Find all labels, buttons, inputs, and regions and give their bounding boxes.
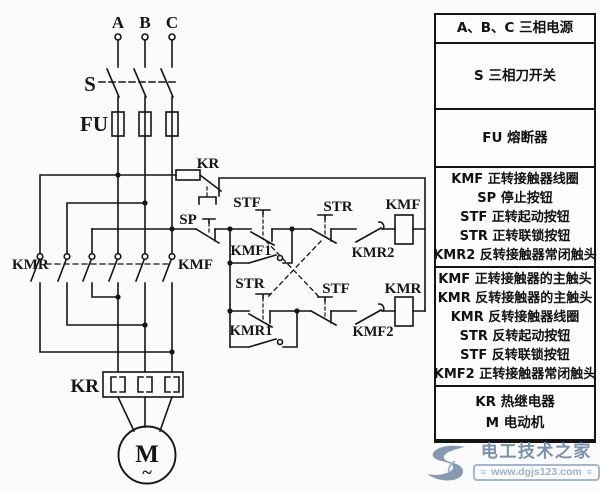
label-kmf1: KMF1 <box>230 243 271 259</box>
label-kmr-coil: KMR <box>385 281 422 297</box>
label-kmf2: KMF2 <box>352 324 393 340</box>
reverse-feed-taps <box>39 174 177 254</box>
legend-line: KMF 正转接触器的主触头 <box>438 271 592 287</box>
site-watermark: 电工技术之家 ≡ www.dgjs123.com ≡ <box>421 441 600 493</box>
legend-line: KMR2 反转接触器常闭触头 <box>433 247 597 263</box>
label-kmf-coil: KMF <box>386 197 421 213</box>
reverse-aux-branch <box>229 310 298 348</box>
legend-line: KMF2 正转接触器常闭触头 <box>433 366 597 382</box>
label-motor-wave: ~ <box>142 462 152 482</box>
crossover-wiring <box>39 282 173 373</box>
main-contacts <box>29 252 176 283</box>
fuse-group <box>111 111 179 254</box>
interlock-linkage <box>265 240 322 300</box>
motor-symbol <box>116 395 177 485</box>
label-str-top: STR <box>323 199 352 215</box>
label-kmr2: KMR2 <box>352 245 395 261</box>
watermark-url-badge: ≡ www.dgjs123.com ≡ <box>472 464 600 481</box>
reverse-branch <box>229 293 426 329</box>
legend-line: STF 正转起动按钮 <box>460 209 570 225</box>
legend-table: A、B、C 三相电源 S 三相刀开关 FU 熔断器 KMF 正转接触器线圈 SP… <box>433 13 597 443</box>
thermal-relay-block <box>102 371 184 398</box>
label-kr-heater: KR <box>71 376 100 397</box>
legend-row-motor: KR 热继电器 M 电动机 <box>436 387 594 439</box>
label-str-bottom: STR <box>235 276 264 292</box>
legend-row-switch: S 三相刀开关 <box>436 44 594 110</box>
label-phase-c: C <box>166 13 178 32</box>
legend-row-reverse-control: KMF 正转接触器的主触头 KMR 反转接触器的主触头 KMR 反转接触器线圈 … <box>433 268 597 387</box>
junction-dots <box>115 172 300 355</box>
forward-branch <box>91 209 426 247</box>
legend-line: KMR 反转接触器线圈 <box>450 309 580 325</box>
label-motor-m: M <box>135 441 159 468</box>
deco-bars-icon: ≡ <box>586 467 592 477</box>
label-stf-top: STF <box>233 195 261 211</box>
legend-row-power: A、B、C 三相电源 <box>436 15 594 44</box>
legend-line: STF 反转联锁按钮 <box>460 347 570 363</box>
watermark-site-name: 电工技术之家 <box>480 442 592 462</box>
legend-line: KMR 反转接触器的主触头 <box>437 290 593 306</box>
site-logo-icon <box>426 445 465 481</box>
legend-line: STR 反转起动按钮 <box>459 328 571 344</box>
legend-line: S 三相刀开关 <box>474 67 556 84</box>
label-kmf-main: KMF <box>178 257 213 273</box>
legend-line: FU 熔断器 <box>482 129 548 146</box>
control-feed <box>175 169 426 312</box>
label-switch-s: S <box>84 72 96 96</box>
legend-line: KMF 正转接触器线圈 <box>451 171 579 187</box>
label-kmr1: KMR1 <box>230 323 273 339</box>
label-phase-a: A <box>112 13 125 32</box>
legend-row-fuse: FU 熔断器 <box>436 110 594 168</box>
legend-line: STR 正转联锁按钮 <box>459 228 571 244</box>
knife-switch <box>98 67 179 113</box>
label-stf-bottom: STF <box>322 281 350 297</box>
legend-line: A、B、C 三相电源 <box>456 20 574 36</box>
label-kr-contact: KR <box>197 156 220 172</box>
label-sp: SP <box>179 212 197 228</box>
watermark-url: www.dgjs123.com <box>491 466 582 478</box>
phase-terminals <box>114 33 176 68</box>
legend-line: KR 热继电器 <box>475 394 555 410</box>
legend-line: SP 停止按钮 <box>477 190 553 206</box>
label-kmr-main: KMR <box>12 257 49 273</box>
deco-bars-icon: ≡ <box>480 467 487 477</box>
legend-row-forward-control: KMF 正转接触器线圈 SP 停止按钮 STF 正转起动按钮 STR 正转联锁按… <box>433 168 597 268</box>
legend-line: M 电动机 <box>485 415 545 431</box>
label-phase-b: B <box>139 13 150 32</box>
label-fuse-fu: FU <box>80 112 108 136</box>
